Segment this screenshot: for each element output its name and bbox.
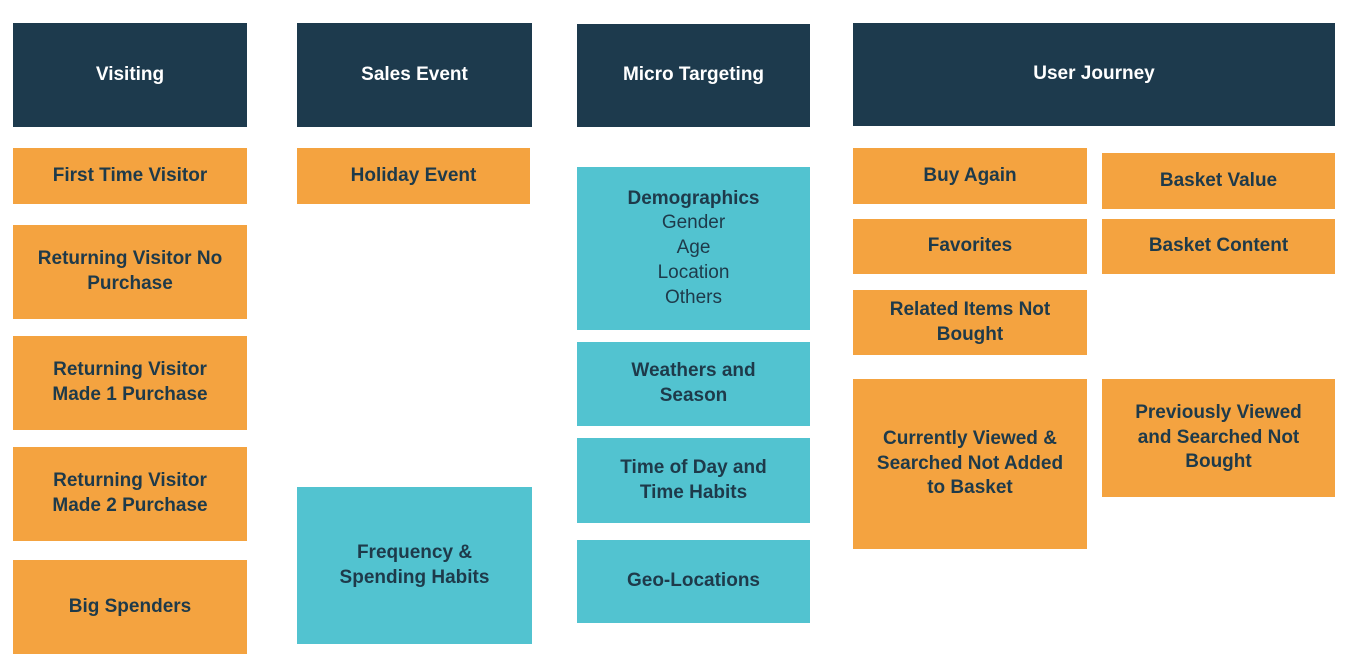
box-returning-no-purchase: Returning Visitor No Purchase — [13, 225, 247, 319]
demographics-item-location: Location — [657, 261, 730, 283]
weathers-season-label: Weathers and Season — [631, 360, 756, 406]
buy-again-label: Buy Again — [923, 164, 1017, 186]
basket-content-label: Basket Content — [1148, 235, 1289, 257]
header-micro-targeting-label: Micro Targeting — [622, 64, 765, 86]
header-visiting: Visiting — [13, 23, 247, 127]
box-related-items: Related Items Not Bought — [853, 290, 1087, 355]
related-items-label: Related Items Not Bought — [889, 298, 1051, 345]
previously-viewed-label: Previously Viewed and Searched Not Bough… — [1135, 401, 1302, 473]
box-returning-1-purchase: Returning Visitor Made 1 Purchase — [13, 336, 247, 430]
box-holiday-event: Holiday Event — [297, 148, 530, 204]
header-micro-targeting: Micro Targeting — [577, 24, 810, 127]
box-weathers-season: Weathers and Season — [577, 342, 810, 426]
header-visiting-label: Visiting — [95, 63, 165, 85]
box-favorites: Favorites — [853, 219, 1087, 274]
box-basket-value: Basket Value — [1102, 153, 1335, 209]
returning-1-purchase-label: Returning Visitor Made 1 Purchase — [52, 359, 208, 405]
box-currently-viewed: Currently Viewed & Searched Not Added to… — [853, 379, 1087, 549]
currently-viewed-label: Currently Viewed & Searched Not Added to… — [876, 427, 1064, 499]
box-big-spenders: Big Spenders — [13, 560, 247, 654]
holiday-event-label: Holiday Event — [350, 164, 477, 186]
demographics-title: Demographics — [627, 187, 760, 209]
box-demographics: Demographics Gender Age Location Others — [577, 167, 810, 330]
header-sales-event: Sales Event — [297, 23, 532, 127]
demographics-item-others: Others — [664, 286, 723, 308]
basket-value-label: Basket Value — [1159, 169, 1278, 191]
returning-no-purchase-label: Returning Visitor No Purchase — [37, 248, 223, 294]
demographics-item-gender: Gender — [661, 212, 726, 234]
favorites-label: Favorites — [927, 235, 1013, 257]
box-previously-viewed: Previously Viewed and Searched Not Bough… — [1102, 379, 1335, 497]
frequency-spending-label: Frequency & Spending Habits — [339, 541, 490, 588]
first-time-visitor-label: First Time Visitor — [52, 164, 208, 186]
box-geo-locations: Geo-Locations — [577, 540, 810, 623]
demographics-item-age: Age — [676, 237, 711, 259]
header-user-journey: User Journey — [853, 23, 1335, 126]
box-basket-content: Basket Content — [1102, 219, 1335, 274]
returning-2-purchase-label: Returning Visitor Made 2 Purchase — [52, 470, 208, 516]
header-sales-event-label: Sales Event — [361, 63, 468, 85]
box-buy-again: Buy Again — [853, 148, 1087, 204]
big-spenders-label: Big Spenders — [68, 595, 192, 617]
header-user-journey-label: User Journey — [1033, 63, 1155, 85]
box-time-of-day: Time of Day and Time Habits — [577, 438, 810, 523]
time-of-day-label: Time of Day and Time Habits — [620, 456, 767, 503]
box-returning-2-purchase: Returning Visitor Made 2 Purchase — [13, 447, 247, 541]
box-frequency-spending: Frequency & Spending Habits — [297, 487, 532, 644]
geo-locations-label: Geo-Locations — [626, 570, 760, 592]
box-first-time-visitor: First Time Visitor — [13, 148, 247, 204]
